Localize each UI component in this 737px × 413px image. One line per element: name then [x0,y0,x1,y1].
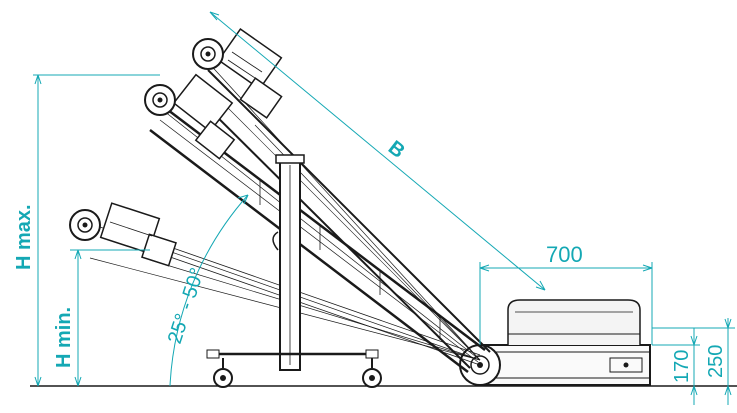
height-250-label: 250 [705,345,727,378]
conveyor-beam-mid [144,73,486,373]
castor-wheel-left [213,358,233,388]
castor-wheel-right [362,358,382,388]
width-700-label: 700 [546,242,583,267]
h-max-label: H max. [13,204,35,270]
conveyor-beam-min [69,202,481,366]
motor-mid [144,73,236,160]
motor-min [69,202,177,267]
support-stand [206,154,382,388]
angle-label: 25° - 50° [164,265,209,346]
horizontal-conveyor-section [459,299,651,386]
height-170-label: 170 [671,350,693,383]
dimension-lines [33,11,735,405]
motor-max [192,28,283,119]
h-min-label: H min. [53,307,75,368]
conveyor-beam-max [189,28,491,369]
